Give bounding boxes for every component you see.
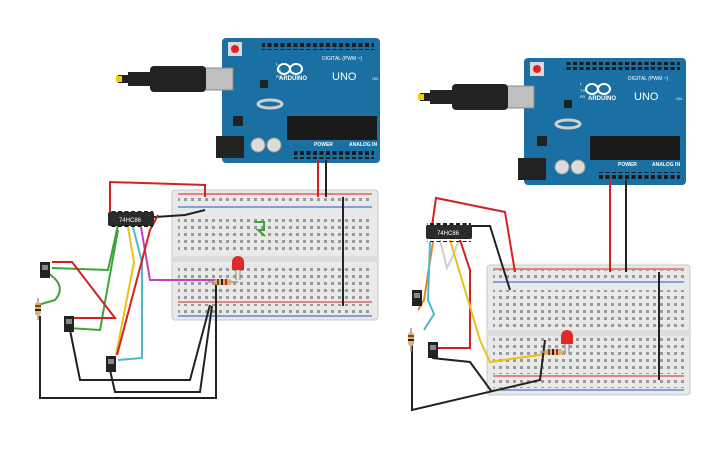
crystal (256, 98, 284, 110)
arduino-uno-left[interactable]: DIGITAL (PWM ~) ARDUINO UNO L TX RX ON P… (216, 38, 380, 163)
infinity-logo-icon (277, 63, 303, 75)
wire-green-b[interactable] (67, 229, 119, 332)
wire-red-switch-a[interactable] (52, 261, 118, 319)
wire-black-b[interactable] (69, 304, 211, 381)
wire-green-a[interactable] (51, 224, 119, 272)
power-jack (518, 158, 546, 180)
crystal (554, 118, 582, 130)
wire-yellow[interactable] (449, 239, 561, 364)
wire-black-b[interactable] (431, 357, 493, 393)
wire-chip-vcc[interactable] (109, 180, 206, 218)
usb-cable-left (116, 66, 234, 92)
digital-header (262, 42, 374, 50)
digital-header-label: DIGITAL (PWM ~) (322, 56, 362, 62)
right-circuit: DIGITAL (PWM ~) ARDUINO UNO L TX RX ON P… (408, 58, 691, 412)
led-left[interactable] (232, 256, 244, 280)
resistor-left[interactable] (208, 279, 238, 285)
breadboard-right[interactable] (486, 264, 691, 396)
led-label-tx: TX (580, 88, 585, 93)
chip-74hc86-right[interactable]: 74HC86 (426, 222, 472, 242)
resistor-right[interactable] (540, 349, 566, 355)
wire-red-switch[interactable] (432, 239, 471, 349)
switch-left-2[interactable] (64, 316, 74, 332)
switch-right-1[interactable] (412, 290, 422, 306)
wire-chip-vcc[interactable] (431, 196, 516, 273)
wire-cyan[interactable] (423, 241, 436, 331)
wire-chip-gnd-top[interactable] (470, 225, 511, 291)
analog-label: ANALOG IN (349, 142, 377, 148)
wire-white[interactable] (439, 239, 460, 271)
digital-header-label: DIGITAL (PWM ~) (628, 76, 668, 82)
breadboard-left[interactable] (171, 189, 379, 321)
on-label: ON (676, 96, 682, 101)
digital-header (566, 62, 680, 70)
arduino-model: UNO (332, 71, 357, 83)
switch-right-2[interactable] (428, 342, 438, 358)
wire-yellow[interactable] (115, 226, 136, 356)
led-label-rx: RX (580, 94, 586, 99)
infinity-logo-icon (585, 83, 611, 95)
switch-left-1[interactable] (40, 262, 50, 278)
led-label-rx: RX (276, 74, 282, 79)
led-label-l: L (580, 81, 583, 86)
led-right[interactable] (561, 330, 573, 354)
arduino-brand: ARDUINO (279, 76, 307, 82)
usb-cable-right (418, 84, 535, 110)
wire-cyan[interactable] (117, 226, 143, 361)
switch-left-3[interactable] (106, 356, 116, 372)
power-jack (216, 136, 244, 158)
power-analog-header (294, 151, 374, 159)
resistor-right-2[interactable] (408, 328, 414, 352)
analog-label: ANALOG IN (652, 162, 680, 168)
chip-label: 74HC86 (437, 231, 460, 237)
arduino-brand: ARDUINO (588, 96, 616, 102)
arduino-uno-right[interactable]: DIGITAL (PWM ~) ARDUINO UNO L TX RX ON P… (518, 58, 686, 185)
wire-red-switch-b[interactable] (116, 214, 159, 356)
left-circuit: DIGITAL (PWM ~) ARDUINO UNO L TX RX ON P… (35, 38, 380, 399)
on-label: ON (372, 76, 378, 81)
led-label-tx: TX (276, 68, 281, 73)
wire-black-a[interactable] (39, 284, 217, 399)
power-analog-header (598, 172, 680, 180)
chip-label: 74HC86 (119, 218, 142, 224)
wire-black-c[interactable] (109, 305, 213, 393)
wire-green-c[interactable] (37, 271, 61, 306)
wire-chip-gnd-top[interactable] (139, 209, 206, 219)
power-label: POWER (314, 142, 333, 148)
chip-74hc86-left[interactable]: 74HC86 (108, 209, 154, 229)
resistor-left-2[interactable] (35, 298, 41, 320)
led-label-l: L (276, 61, 279, 66)
wire-magenta[interactable] (140, 226, 218, 281)
breadboard-logo-icon (254, 221, 266, 237)
wire-black-a[interactable] (411, 339, 546, 412)
power-label: POWER (618, 162, 637, 168)
arduino-model: UNO (634, 91, 659, 103)
